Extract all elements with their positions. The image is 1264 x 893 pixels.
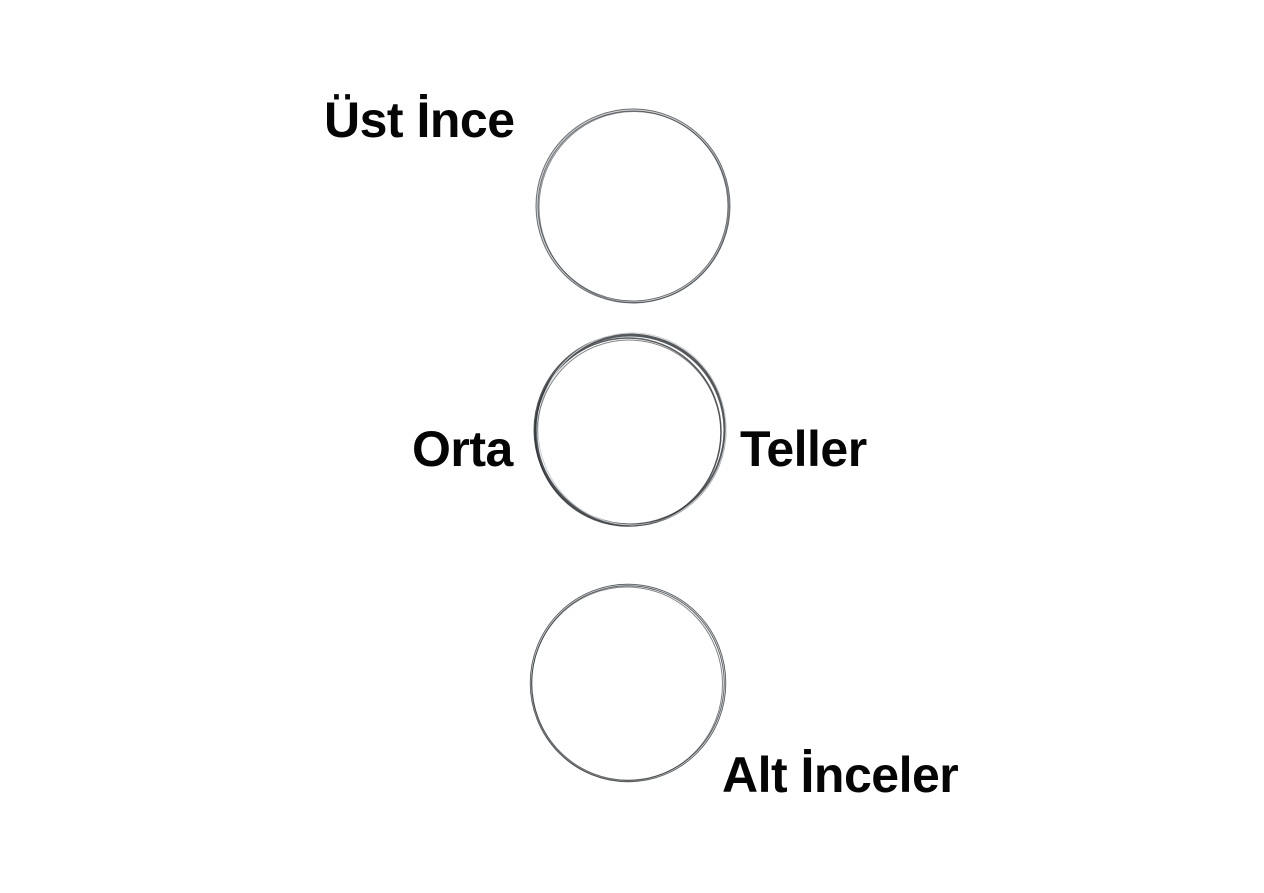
top-thin-label: Üst İnce bbox=[324, 92, 515, 148]
top-string-ring bbox=[535, 108, 731, 304]
bottom-thin-label: Alt İnceler bbox=[722, 747, 959, 803]
middle-string-ring bbox=[533, 332, 727, 527]
middle-label-right: Teller bbox=[740, 421, 867, 477]
middle-label-left: Orta bbox=[412, 421, 513, 477]
bottom-string-ring bbox=[529, 583, 727, 783]
